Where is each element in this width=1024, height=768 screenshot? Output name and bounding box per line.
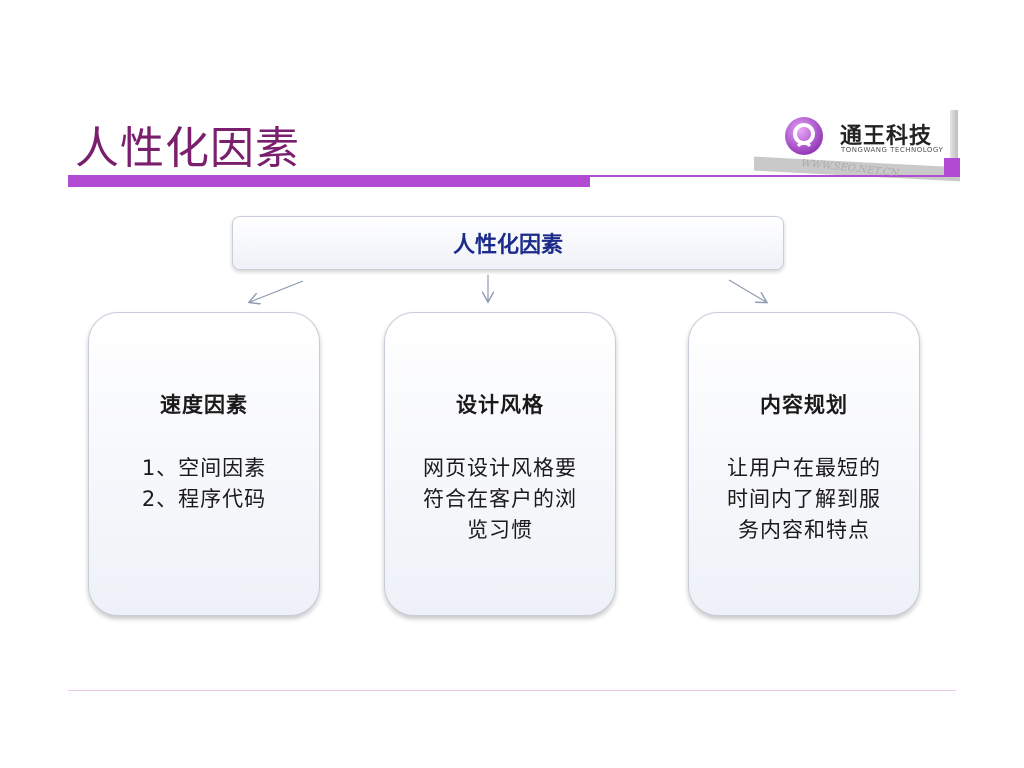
arrow-right	[728, 279, 766, 302]
arrow-left	[250, 280, 304, 302]
card-line: 符合在客户的浏	[423, 487, 577, 511]
card-design: 设计风格 网页设计风格要 符合在客户的浏 览习惯	[384, 312, 616, 616]
card-body: 1、空间因素 2、程序代码	[89, 453, 319, 515]
card-line: 务内容和特点	[738, 518, 870, 542]
slide-title: 人性化因素	[75, 123, 300, 174]
card-line: 网页设计风格要	[423, 456, 577, 480]
card-line: 览习惯	[467, 518, 533, 542]
bottom-rule	[68, 690, 956, 691]
logo-name: 通王科技	[840, 123, 933, 149]
card-title: 速度因素	[160, 393, 248, 417]
card-title: 设计风格	[456, 393, 544, 417]
root-node: 人性化因素	[232, 216, 784, 270]
card-line: 让用户在最短的	[727, 456, 881, 480]
card-body: 网页设计风格要 符合在客户的浏 览习惯	[385, 453, 615, 546]
title-underline-bar	[68, 175, 590, 187]
company-logo: 通王科技 TONGWANG TECHNOLOGY WWW.SEO.NET.CN	[754, 110, 960, 182]
card-speed: 速度因素 1、空间因素 2、程序代码	[88, 312, 320, 616]
card-line: 时间内了解到服	[727, 487, 881, 511]
card-line: 2、程序代码	[141, 487, 267, 511]
card-body: 让用户在最短的 时间内了解到服 务内容和特点	[689, 453, 919, 546]
card-title: 内容规划	[760, 393, 848, 417]
card-line: 1、空间因素	[141, 456, 267, 480]
card-content: 内容规划 让用户在最短的 时间内了解到服 务内容和特点	[688, 312, 920, 616]
root-node-label: 人性化因素	[452, 233, 563, 258]
logo-swirl-icon	[785, 117, 823, 155]
logo-fold	[950, 110, 958, 160]
title-underline-rule	[590, 175, 960, 177]
logo-subtitle: TONGWANG TECHNOLOGY	[841, 146, 944, 154]
logo-accent	[944, 158, 960, 176]
